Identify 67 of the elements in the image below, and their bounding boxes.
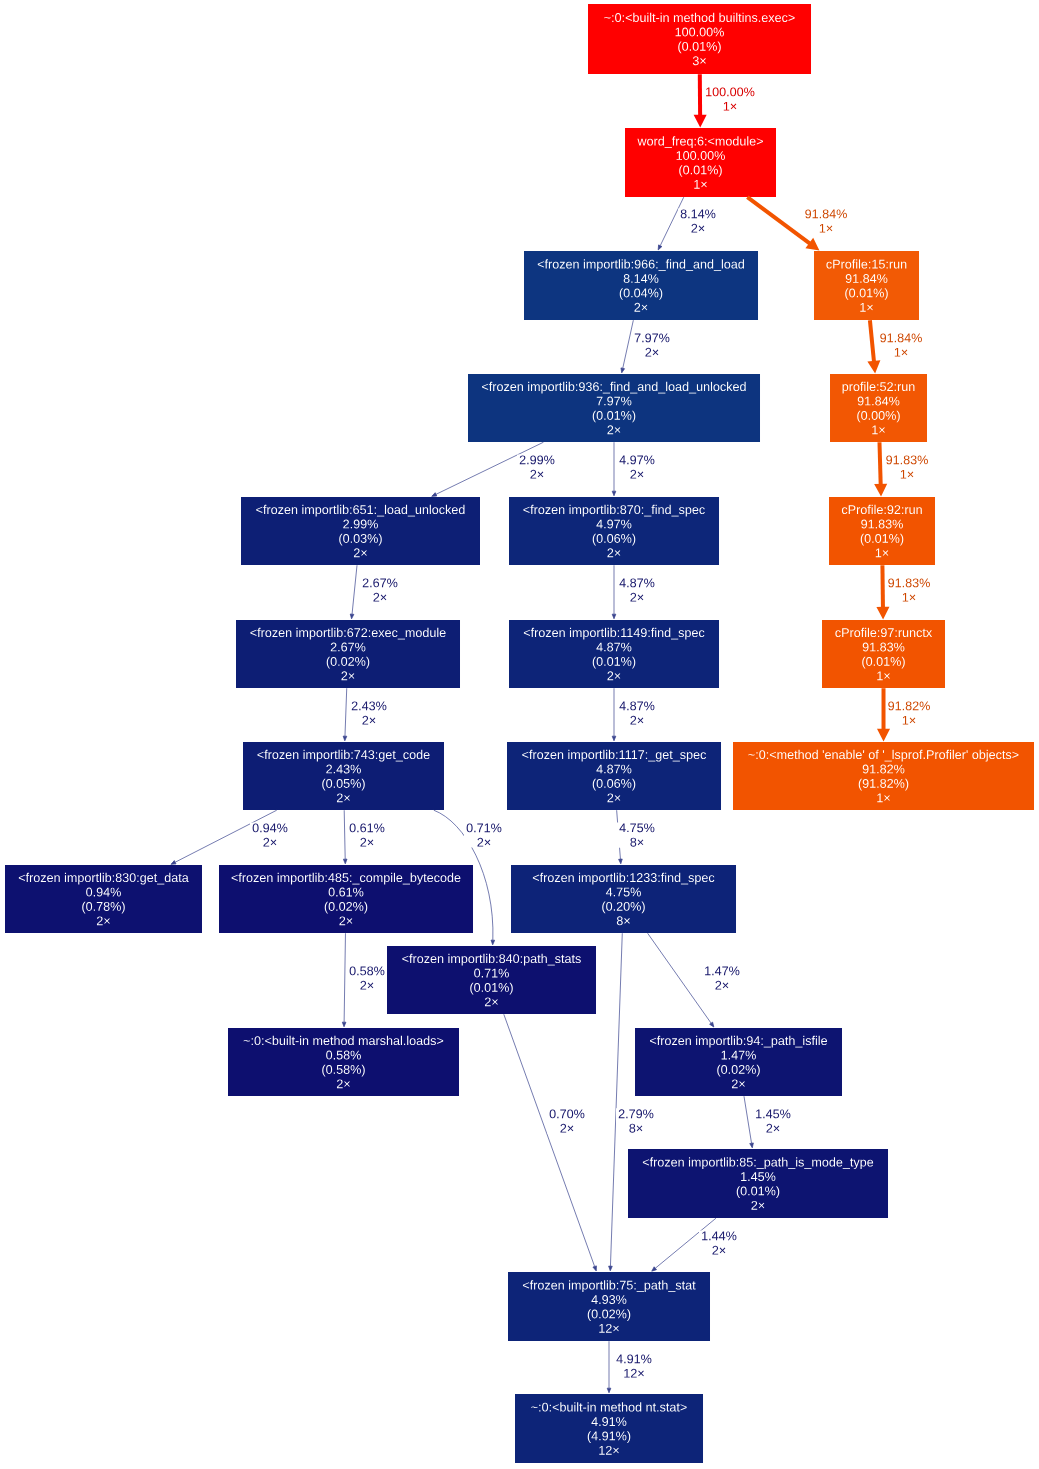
function-box: <frozen importlib:743:get_code 2.43% (0.05%) 2× xyxy=(243,742,444,810)
arrow xyxy=(620,319,634,374)
edge-label: 4.87% 2× xyxy=(617,577,657,603)
edge-label: 0.61% 2× xyxy=(347,822,387,848)
edge-label: 91.83% 1× xyxy=(884,454,930,480)
arrow xyxy=(647,932,715,1028)
edge-label: 91.83% 1× xyxy=(886,577,932,603)
function-box: profile:52:run 91.84% (0.00%) 1× xyxy=(830,374,927,442)
function-box: <frozen importlib:485:_compile_bytecode 0.61% (0.02%) 2× xyxy=(219,865,473,933)
function-box: <frozen importlib:870:_find_spec 4.97% (0.06%) 2× xyxy=(509,497,719,565)
arrow xyxy=(170,809,278,865)
arrow xyxy=(611,564,617,620)
function-box: cProfile:97:runctx 91.83% (0.01%) 1× xyxy=(822,620,945,688)
edge-label: 0.58% 2× xyxy=(347,965,387,991)
function-box: <frozen importlib:1149:find_spec 4.87% (0.01%) 2× xyxy=(509,620,719,688)
edge-label: 0.71% 2× xyxy=(464,822,504,848)
function-box: <frozen importlib:1233:find_spec 4.75% (0.20%) 8× xyxy=(511,865,736,933)
function-box: cProfile:92:run 91.83% (0.01%) 1× xyxy=(829,497,935,565)
arrow xyxy=(341,932,347,1028)
arrow xyxy=(503,1013,597,1272)
edge-label: 2.43% 2× xyxy=(349,700,389,726)
function-box: <frozen importlib:966:_find_and_load 8.14% (0.04%) 2× xyxy=(524,251,758,320)
edge-label: 91.84% 1× xyxy=(803,208,849,234)
function-box: <frozen importlib:85:_path_is_mode_type 1.45% (0.01%) 2× xyxy=(628,1149,888,1218)
function-box: <frozen importlib:936:_find_and_load_unlocked 7.97% (0.01%) 2× xyxy=(468,374,760,442)
edge-label: 1.47% 2× xyxy=(702,965,742,991)
edge-label: 7.97% 2× xyxy=(632,332,672,358)
arrow xyxy=(611,687,617,742)
arrow xyxy=(606,1340,612,1394)
function-box: <frozen importlib:840:path_stats 0.71% (0.01%) 2× xyxy=(387,946,596,1014)
arrow xyxy=(651,1217,717,1272)
arrow xyxy=(433,809,496,946)
edge-label: 0.70% 2× xyxy=(547,1108,587,1134)
function-box: <frozen importlib:75:_path_stat 4.93% (0.02%) 12× xyxy=(508,1272,710,1341)
edge-label: 100.00% 1× xyxy=(703,86,757,112)
edge-label: 0.94% 2× xyxy=(250,822,290,848)
function-box: <frozen importlib:672:exec_module 2.67% (0.02%) 2× xyxy=(236,620,460,688)
edge-label: 2.79% 8× xyxy=(616,1108,656,1134)
function-box: ~:0:<built-in method marshal.loads> 0.58% (0.58%) 2× xyxy=(228,1028,459,1096)
arrow xyxy=(657,196,685,251)
arrow xyxy=(342,687,348,742)
function-box: <frozen importlib:651:_load_unlocked 2.99% (0.03%) 2× xyxy=(241,497,480,565)
edge-label: 91.82% 1× xyxy=(886,700,932,726)
edge-label: 2.67% 2× xyxy=(360,577,400,603)
function-box: cProfile:15:run 91.84% (0.01%) 1× xyxy=(814,251,919,320)
edge-label: 4.75% 8× xyxy=(617,822,657,848)
arrow xyxy=(611,441,617,497)
edge-label: 4.87% 2× xyxy=(617,700,657,726)
edge-label: 4.97% 2× xyxy=(617,454,657,480)
function-box: ~:0:<method 'enable' of '_lsprof.Profiler' objects> 91.82% (91.82%) 1× xyxy=(733,742,1034,810)
edge-label: 91.84% 1× xyxy=(878,332,924,358)
edge-label: 1.45% 2× xyxy=(753,1108,793,1134)
edge-label: 2.99% 2× xyxy=(517,454,557,480)
edge-label: 4.91% 12× xyxy=(614,1353,654,1379)
function-box: word_freq:6:<module> 100.00% (0.01%) 1× xyxy=(625,128,776,197)
function-box: <frozen importlib:94:_path_isfile 1.47% (0.02%) 2× xyxy=(635,1028,842,1096)
arrow xyxy=(431,441,544,497)
arrow xyxy=(608,932,623,1272)
function-box: <frozen importlib:830:get_data 0.94% (0.78%) 2× xyxy=(5,865,202,933)
edge-label: 8.14% 2× xyxy=(678,208,718,234)
arrow xyxy=(343,809,348,865)
function-box: ~:0:<built-in method builtins.exec> 100.00% (0.01%) 3× xyxy=(588,4,811,74)
arrow xyxy=(743,1095,754,1149)
function-box: ~:0:<built-in method nt.stat> 4.91% (4.91%) 12× xyxy=(515,1394,703,1463)
function-box: <frozen importlib:1117:_get_spec 4.87% (0.06%) 2× xyxy=(507,742,721,810)
edge-label: 1.44% 2× xyxy=(699,1230,739,1256)
arrow xyxy=(349,564,358,620)
